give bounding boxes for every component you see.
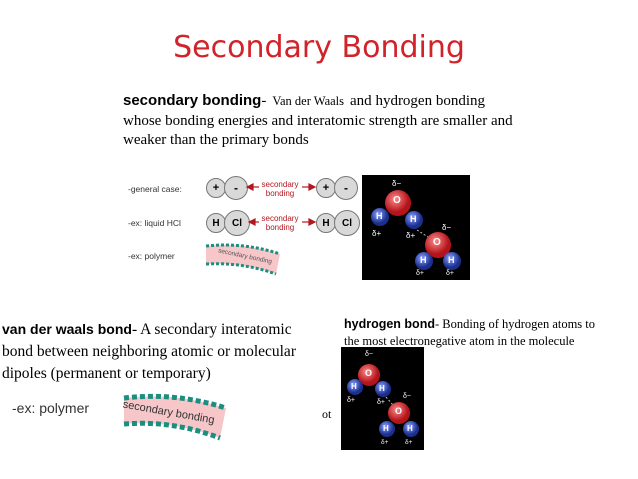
delta-plus-4b: δ+ (405, 439, 413, 446)
bond-arrows-icon (245, 183, 317, 226)
van-der-waals-text: - A secondary interatomic bond between n… (2, 321, 296, 382)
chlorine-atom-circle: Cl (224, 210, 250, 236)
hydrogen-bond-definition: hydrogen bond- Bonding of hydrogen atoms… (344, 316, 638, 350)
and-word: and (350, 93, 372, 109)
delta-plus-2b: δ+ (446, 270, 454, 277)
hydrogen-label-4b: H (407, 424, 413, 433)
hydrogen-label-4a: H (383, 424, 389, 433)
van-der-waals-definition: van der waals bond- A secondary interato… (2, 318, 322, 385)
delta-plus-1b: δ+ (406, 231, 416, 240)
delta-minus-1: δ− (392, 179, 402, 188)
polymer-label-small: -ex: polymer (128, 251, 175, 261)
delta-plus-4a: δ+ (381, 439, 389, 446)
liquid-hcl-label: -ex: liquid HCl (128, 218, 181, 228)
polymer-chain-small-icon (205, 243, 281, 276)
van-der-waals-inline: Van der Waals (272, 94, 345, 108)
hydrogen-bond-term: hydrogen bond (344, 317, 435, 331)
secondary-bonding-term: secondary bonding (123, 92, 262, 109)
polymer-chain-large-icon (123, 393, 227, 441)
hydrogen-bond-text-line1: - Bonding of hydrogen atoms to (434, 317, 596, 331)
slide-title: Secondary Bonding (173, 30, 465, 65)
main-dash: - (261, 93, 267, 109)
hydrogen-label-1b: H (410, 214, 417, 224)
negative-pole-circle-2: - (334, 176, 358, 200)
hydrogen-bond-text-line2: the most electronegative atom in the mol… (344, 334, 575, 348)
hydrogen-label-1a: H (376, 211, 383, 221)
hydrogen-label-3b: H (379, 384, 385, 393)
polymer-label-large: -ex: polymer (12, 400, 90, 416)
delta-minus-4: δ− (403, 393, 411, 400)
text-fragment: ot (322, 407, 332, 421)
delta-plus-3a: δ+ (347, 397, 355, 404)
water-molecules-image-2: O H H O H H δ− δ+ δ+ δ− δ+ δ+ (341, 347, 424, 450)
delta-minus-2: δ− (442, 223, 452, 232)
delta-plus-1a: δ+ (372, 229, 382, 238)
oxygen-label-3: O (365, 368, 373, 378)
general-case-label: -general case: (128, 184, 182, 194)
water-molecules-image: O H H O H H δ− δ+ δ+ δ− δ+ δ+ (362, 175, 470, 280)
hydrogen-label-2b: H (448, 255, 455, 265)
delta-minus-3: δ− (365, 351, 373, 358)
positive-pole-circle: + (206, 178, 226, 198)
oxygen-label-2: O (433, 237, 441, 248)
main-definition-text: hydrogen bonding whose bonding energies … (123, 93, 513, 148)
oxygen-label-4: O (395, 406, 403, 416)
main-definition: secondary bonding-Van der Waals and hydro… (123, 91, 523, 151)
negative-pole-circle: - (224, 176, 248, 200)
delta-plus-3b: δ+ (377, 399, 385, 406)
hydrogen-label-3a: H (351, 382, 357, 391)
chlorine-atom-circle-2: Cl (334, 210, 360, 236)
hydrogen-label-2a: H (420, 255, 427, 265)
delta-plus-2a: δ+ (416, 270, 424, 277)
van-der-waals-term: van der waals bond (2, 321, 132, 337)
oxygen-label-1: O (393, 195, 401, 206)
